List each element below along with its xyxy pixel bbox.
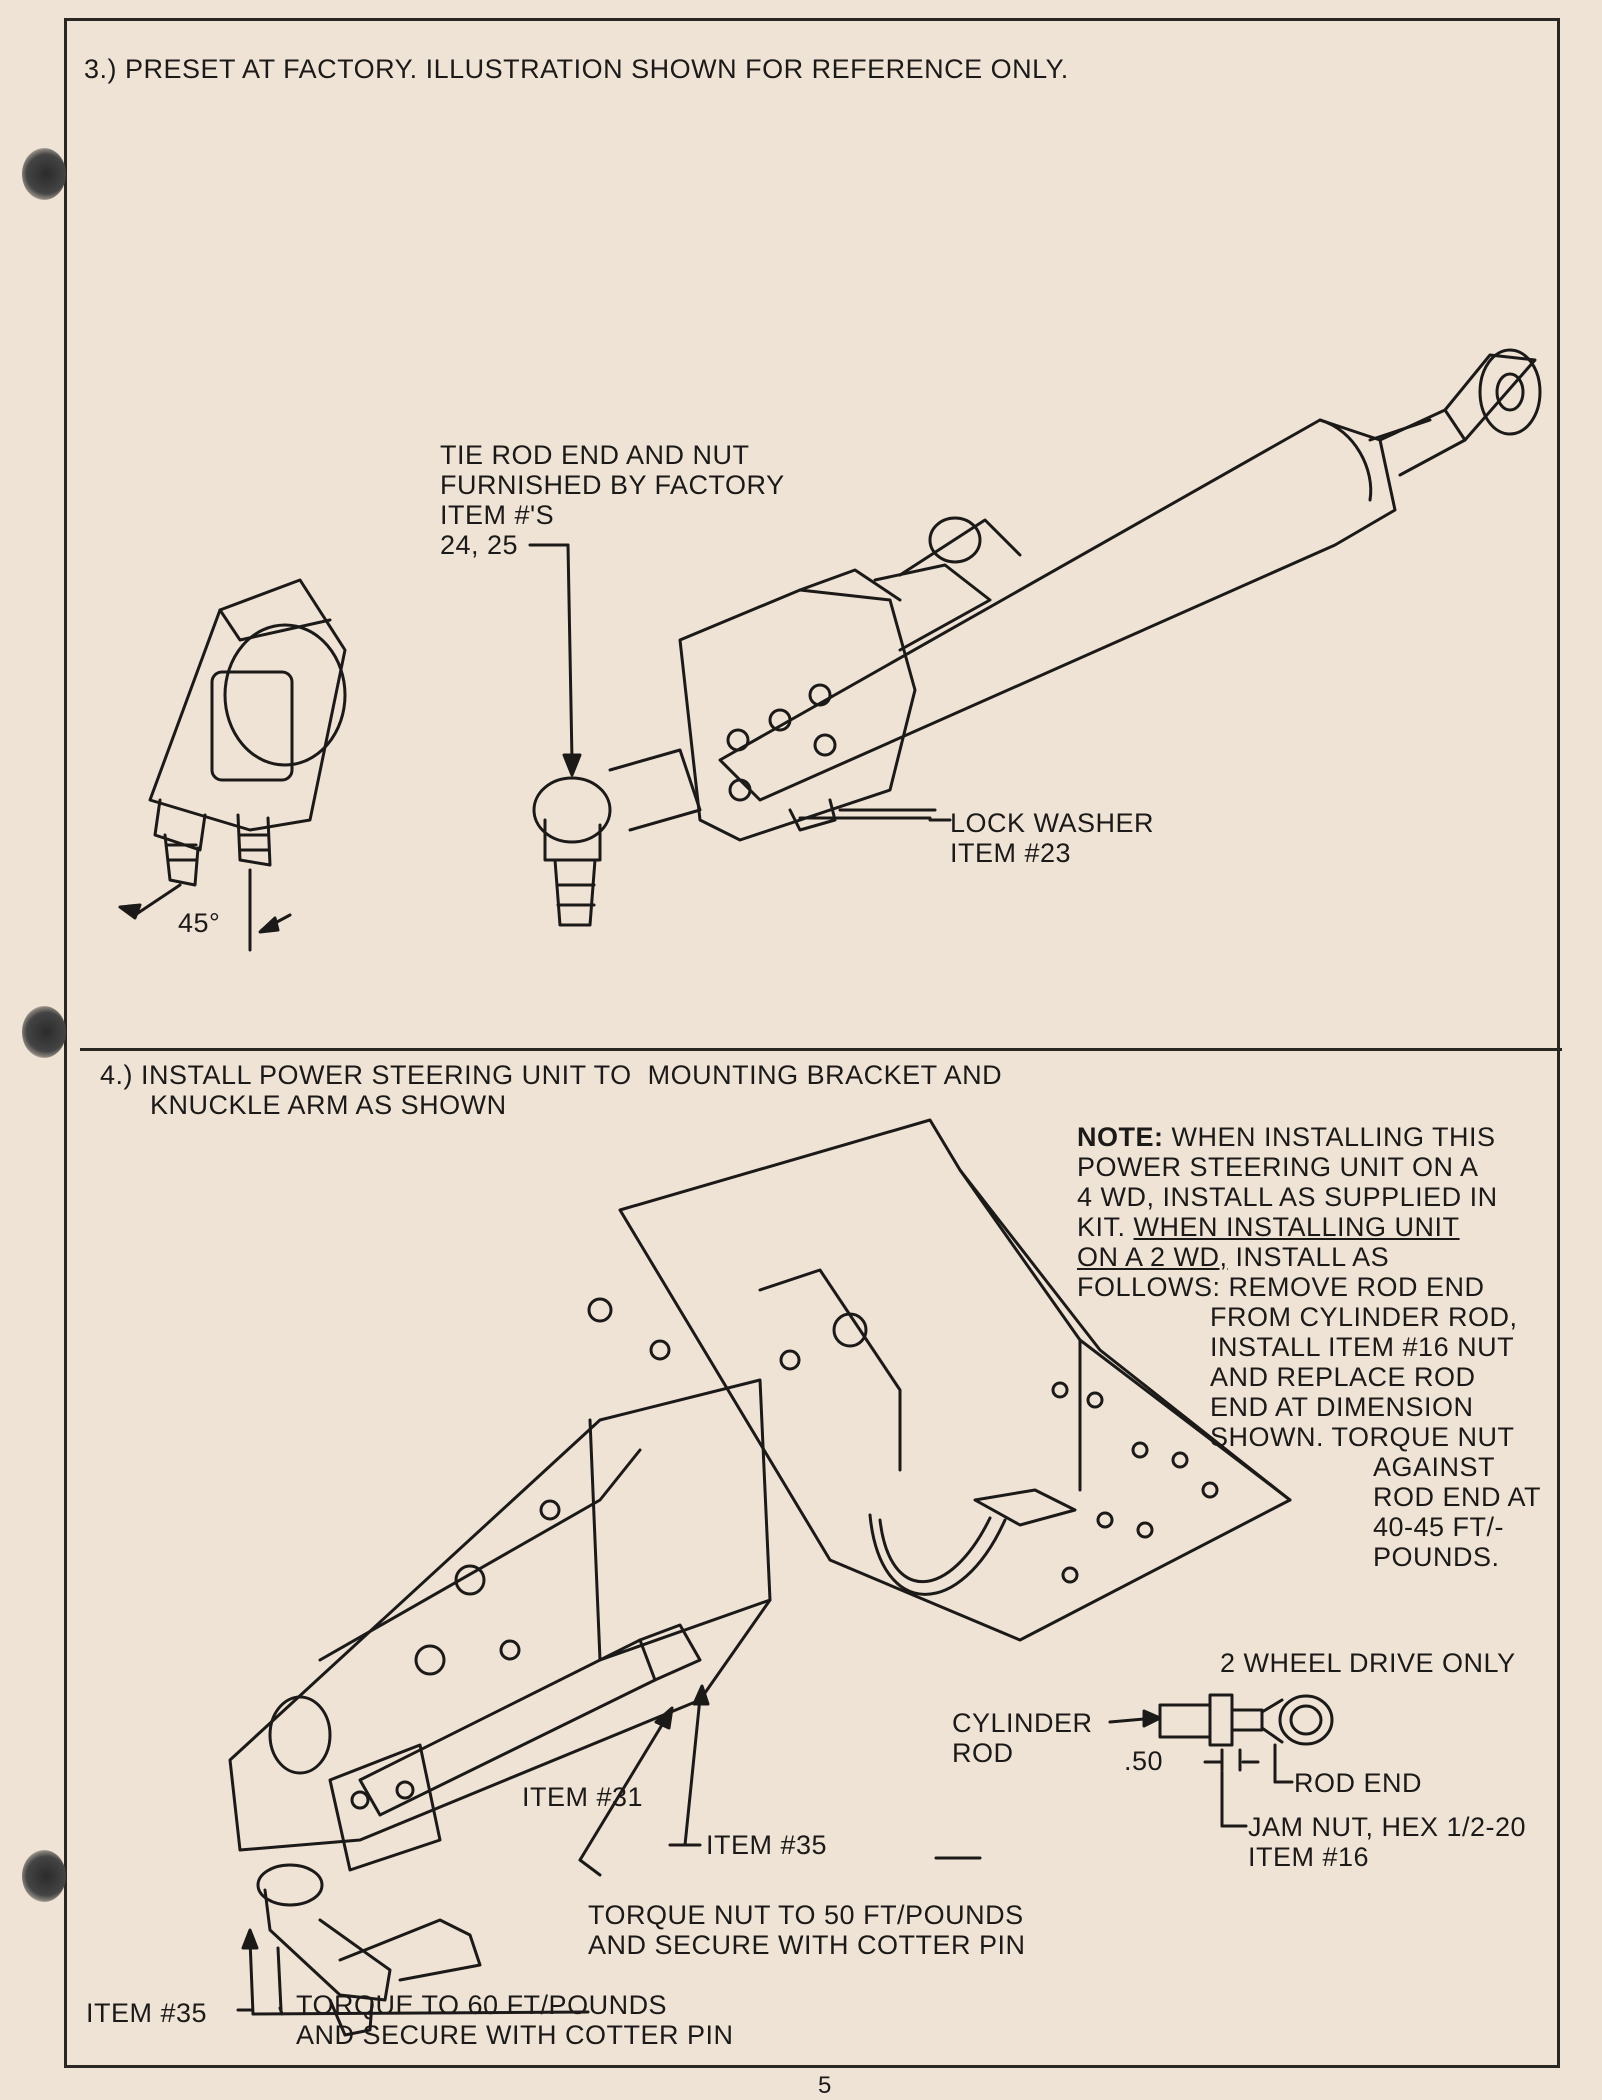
cylinder-rod-label-line2: ROD (952, 1738, 1014, 1768)
page-border (64, 18, 1560, 2068)
note-line-underlined: WHEN INSTALLING UNIT (1133, 1212, 1460, 1242)
note-line: SHOWN. TORQUE NUT (1210, 1422, 1515, 1452)
section4-heading-line1: 4.) INSTALL POWER STEERING UNIT TO MOUNT… (100, 1060, 1003, 1090)
torque60-label-line1: TORQUE TO 60 FT/POUNDS (296, 1990, 668, 2020)
note-line: INSTALL ITEM #16 NUT (1210, 1332, 1515, 1362)
binder-hole-bottom (22, 1850, 66, 1902)
section4-heading-line2: KNUCKLE ARM AS SHOWN (150, 1090, 507, 1120)
note-line: KIT. (1077, 1212, 1134, 1242)
tie-rod-label-line3: ITEM #'S (440, 500, 555, 530)
section3-heading: 3.) PRESET AT FACTORY. ILLUSTRATION SHOW… (84, 54, 1069, 84)
note-label: NOTE: (1077, 1122, 1164, 1152)
item35-label-lower: ITEM #35 (86, 1998, 208, 2028)
item35-label-upper: ITEM #35 (706, 1830, 828, 1860)
lock-washer-label-line2: ITEM #23 (950, 838, 1072, 868)
jam-nut-label-line2: ITEM #16 (1248, 1842, 1370, 1872)
binder-hole-top (22, 148, 66, 200)
section-divider (80, 1048, 1562, 1051)
torque50-label-line1: TORQUE NUT TO 50 FT/POUNDS (588, 1900, 1024, 1930)
tie-rod-label-line1: TIE ROD END AND NUT (440, 440, 750, 470)
note-line: 4 WD, INSTALL AS SUPPLIED IN (1077, 1182, 1498, 1212)
note-line: FOLLOWS: REMOVE ROD END (1077, 1272, 1485, 1302)
angle-label: 45° (178, 908, 221, 938)
note-line: FROM CYLINDER ROD, (1210, 1302, 1518, 1332)
dimension-label: .50 (1124, 1746, 1164, 1776)
tie-rod-label-line2: FURNISHED BY FACTORY (440, 470, 785, 500)
note-line: 40-45 FT/- (1373, 1512, 1505, 1542)
two-wheel-drive-detail (934, 1693, 1334, 1860)
knuckle-arm-assembly-drawing (228, 1118, 1292, 2037)
power-steering-cylinder-drawing (532, 348, 1542, 927)
tie-rod-label-line4: 24, 25 (440, 530, 519, 560)
note-line: WHEN INSTALLING THIS (1171, 1122, 1496, 1152)
torque60-label-line2: AND SECURE WITH COTTER PIN (296, 2020, 734, 2050)
note-line: POWER STEERING UNIT ON A (1077, 1152, 1479, 1182)
cylinder-rod-label-line1: CYLINDER (952, 1708, 1093, 1738)
note-line: END AT DIMENSION (1210, 1392, 1474, 1422)
binder-hole-middle (22, 1006, 66, 1058)
note-line: AGAINST (1373, 1452, 1496, 1482)
note-line: ROD END AT (1373, 1482, 1542, 1512)
two-wheel-drive-title: 2 WHEEL DRIVE ONLY (1220, 1648, 1516, 1678)
note-line: INSTALL AS (1227, 1242, 1390, 1272)
jam-nut-label-line1: JAM NUT, HEX 1/2-20 (1248, 1812, 1527, 1842)
note-line: AND REPLACE ROD (1210, 1362, 1476, 1392)
valve-block-drawing (118, 578, 347, 952)
torque50-label-line2: AND SECURE WITH COTTER PIN (588, 1930, 1026, 1960)
item31-label: ITEM #31 (522, 1782, 644, 1812)
lock-washer-label-line1: LOCK WASHER (950, 808, 1155, 838)
note-line-underlined: ON A 2 WD, (1077, 1242, 1228, 1272)
rod-end-label: ROD END (1294, 1768, 1423, 1798)
page-number: 5 (818, 2072, 832, 2099)
note-line: POUNDS. (1373, 1542, 1500, 1572)
